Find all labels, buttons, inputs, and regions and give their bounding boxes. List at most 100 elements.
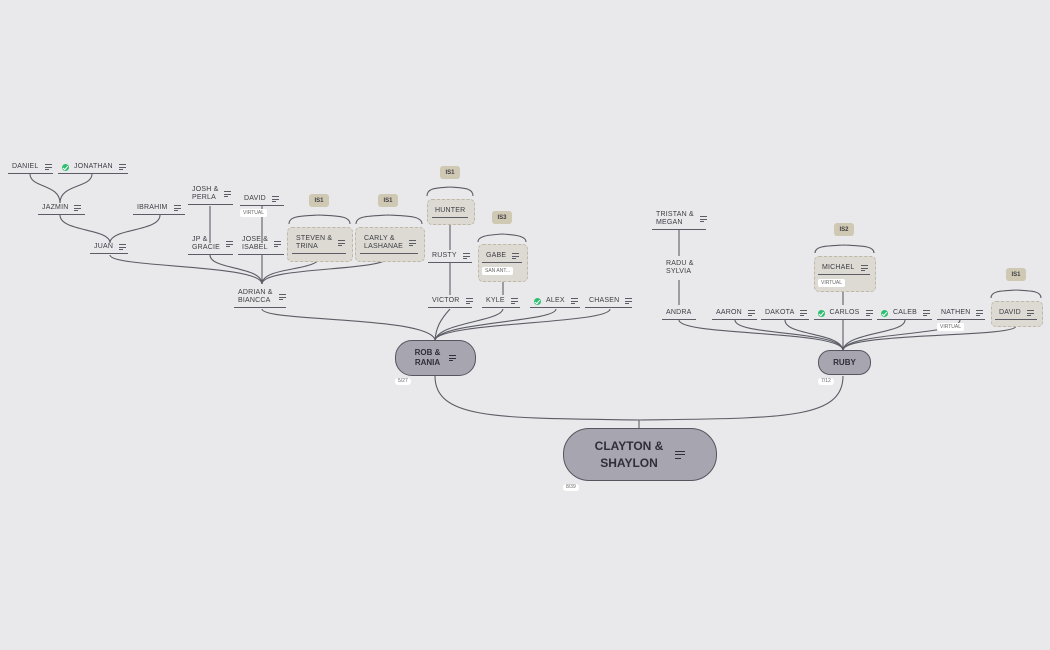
branch-node-rob-rania[interactable]: ROB & RANIA — [395, 340, 476, 376]
node-tristan-megan[interactable]: TRISTAN & MEGAN — [652, 211, 707, 230]
node-josh-perla[interactable]: JOSH & PERLA — [188, 186, 233, 205]
notes-icon[interactable] — [465, 298, 473, 304]
node-daniel[interactable]: DANIEL — [8, 163, 53, 174]
notes-icon[interactable] — [462, 253, 470, 259]
notes-icon[interactable] — [278, 294, 286, 300]
notes-icon[interactable] — [510, 298, 518, 304]
node-jonathan[interactable]: JONATHAN — [58, 163, 128, 174]
notes-icon[interactable] — [274, 241, 282, 247]
root-node-clayton-shaylon[interactable]: CLAYTON & SHAYLON — [563, 428, 717, 481]
notes-icon[interactable] — [675, 450, 686, 459]
node-aaron[interactable]: AARON — [712, 309, 757, 320]
group-carly-lashanae[interactable] — [355, 227, 425, 262]
tag-virtual-nathen: VIRTUAL — [937, 323, 965, 331]
node-kyle[interactable]: KYLE — [482, 297, 520, 308]
group-hunter[interactable] — [427, 199, 475, 225]
notes-icon[interactable] — [800, 310, 808, 316]
node-dakota[interactable]: DAKOTA — [761, 309, 809, 320]
check-icon — [881, 309, 888, 317]
node-david-right[interactable]: DAVID — [995, 309, 1037, 320]
node-alex[interactable]: ALEX — [530, 297, 580, 308]
node-hunter[interactable]: HUNTER — [432, 207, 468, 218]
group-gabe[interactable] — [478, 244, 528, 282]
underline — [585, 306, 632, 308]
underline — [428, 306, 472, 308]
root-label: CLAYTON & SHAYLON — [595, 438, 664, 472]
node-victor[interactable]: VICTOR — [428, 297, 473, 308]
notes-icon[interactable] — [747, 310, 755, 316]
underline — [662, 318, 696, 320]
node-rusty[interactable]: RUSTY — [428, 252, 472, 263]
node-carly-lashanae[interactable]: CARLY & LASHANAE — [360, 235, 418, 254]
underline — [482, 306, 520, 308]
badge-is1-steven: IS1 — [309, 194, 329, 207]
node-nathen[interactable]: NATHEN — [937, 309, 985, 320]
node-label: CHASEN — [589, 297, 620, 304]
notes-icon[interactable] — [625, 298, 633, 304]
node-michael[interactable]: MICHAEL — [818, 264, 870, 275]
node-label: ALEX — [546, 297, 565, 304]
root-label-line1: CLAYTON & — [594, 438, 664, 453]
node-label: ADRIAN & BIANCCA — [238, 289, 273, 305]
node-jp-gracie[interactable]: JP & GRACIE — [188, 236, 234, 255]
notes-icon[interactable] — [44, 164, 52, 170]
branch-node-ruby[interactable]: RUBY — [818, 350, 871, 375]
node-label-line1: STEVEN & — [296, 235, 333, 242]
node-jose-isabel[interactable]: JOSE & ISABEL — [238, 236, 284, 255]
notes-icon[interactable] — [449, 355, 457, 361]
rob-rania-line1: ROB & — [414, 348, 441, 357]
notes-icon[interactable] — [226, 241, 234, 247]
notes-icon[interactable] — [271, 196, 279, 202]
node-david-left[interactable]: DAVID — [240, 195, 284, 206]
node-radu-sylvia[interactable]: RADU & SYLVIA — [662, 260, 698, 276]
node-carlos[interactable]: CARLOS — [814, 309, 873, 320]
notes-icon[interactable] — [865, 310, 873, 316]
underline — [8, 172, 53, 174]
node-adrian-biancca[interactable]: ADRIAN & BIANCCA — [234, 289, 286, 308]
node-chasen[interactable]: CHASEN — [585, 297, 633, 308]
node-jazmin[interactable]: JAZMIN — [38, 204, 85, 215]
notes-icon[interactable] — [570, 298, 578, 304]
notes-icon[interactable] — [976, 310, 984, 316]
underline — [238, 253, 284, 255]
notes-icon[interactable] — [173, 205, 181, 211]
node-label: IBRAHIM — [137, 204, 168, 211]
node-juan[interactable]: JUAN — [90, 243, 128, 254]
rob-rania-label: ROB & RANIA — [415, 348, 441, 368]
underline — [818, 273, 870, 275]
ruby-label: RUBY — [833, 358, 856, 367]
notes-icon[interactable] — [338, 240, 346, 246]
underline — [90, 252, 128, 254]
node-label: DANIEL — [12, 163, 39, 170]
node-ibrahim[interactable]: IBRAHIM — [133, 204, 185, 215]
notes-icon[interactable] — [74, 205, 82, 211]
check-icon — [818, 309, 825, 317]
node-gabe[interactable]: GABE — [482, 252, 522, 263]
notes-icon[interactable] — [699, 216, 707, 222]
node-label: MICHAEL — [822, 264, 855, 271]
node-label: JP & GRACIE — [192, 236, 220, 252]
notes-icon[interactable] — [119, 244, 127, 250]
group-steven-trina[interactable] — [287, 227, 353, 262]
node-label-line1: JOSE & — [242, 236, 269, 243]
node-caleb[interactable]: CALEB — [877, 309, 932, 320]
notes-icon[interactable] — [408, 240, 416, 246]
node-label: JOSE & ISABEL — [242, 236, 268, 252]
underline — [234, 306, 286, 308]
node-label: DAVID — [999, 309, 1021, 316]
notes-icon[interactable] — [922, 310, 930, 316]
node-label-line1: ADRIAN & — [238, 289, 273, 296]
underline — [814, 318, 872, 320]
node-label: RADU & SYLVIA — [666, 260, 694, 276]
notes-icon[interactable] — [512, 253, 520, 259]
node-andra[interactable]: ANDRA — [662, 309, 696, 320]
group-david-right[interactable] — [991, 301, 1043, 327]
node-steven-trina[interactable]: STEVEN & TRINA — [292, 235, 346, 254]
notes-icon[interactable] — [1026, 310, 1034, 316]
node-label: KYLE — [486, 297, 505, 304]
node-label: STEVEN & TRINA — [296, 235, 332, 251]
node-label: CARLY & LASHANAE — [364, 235, 403, 251]
notes-icon[interactable] — [860, 265, 868, 271]
notes-icon[interactable] — [118, 164, 126, 170]
notes-icon[interactable] — [224, 191, 232, 197]
